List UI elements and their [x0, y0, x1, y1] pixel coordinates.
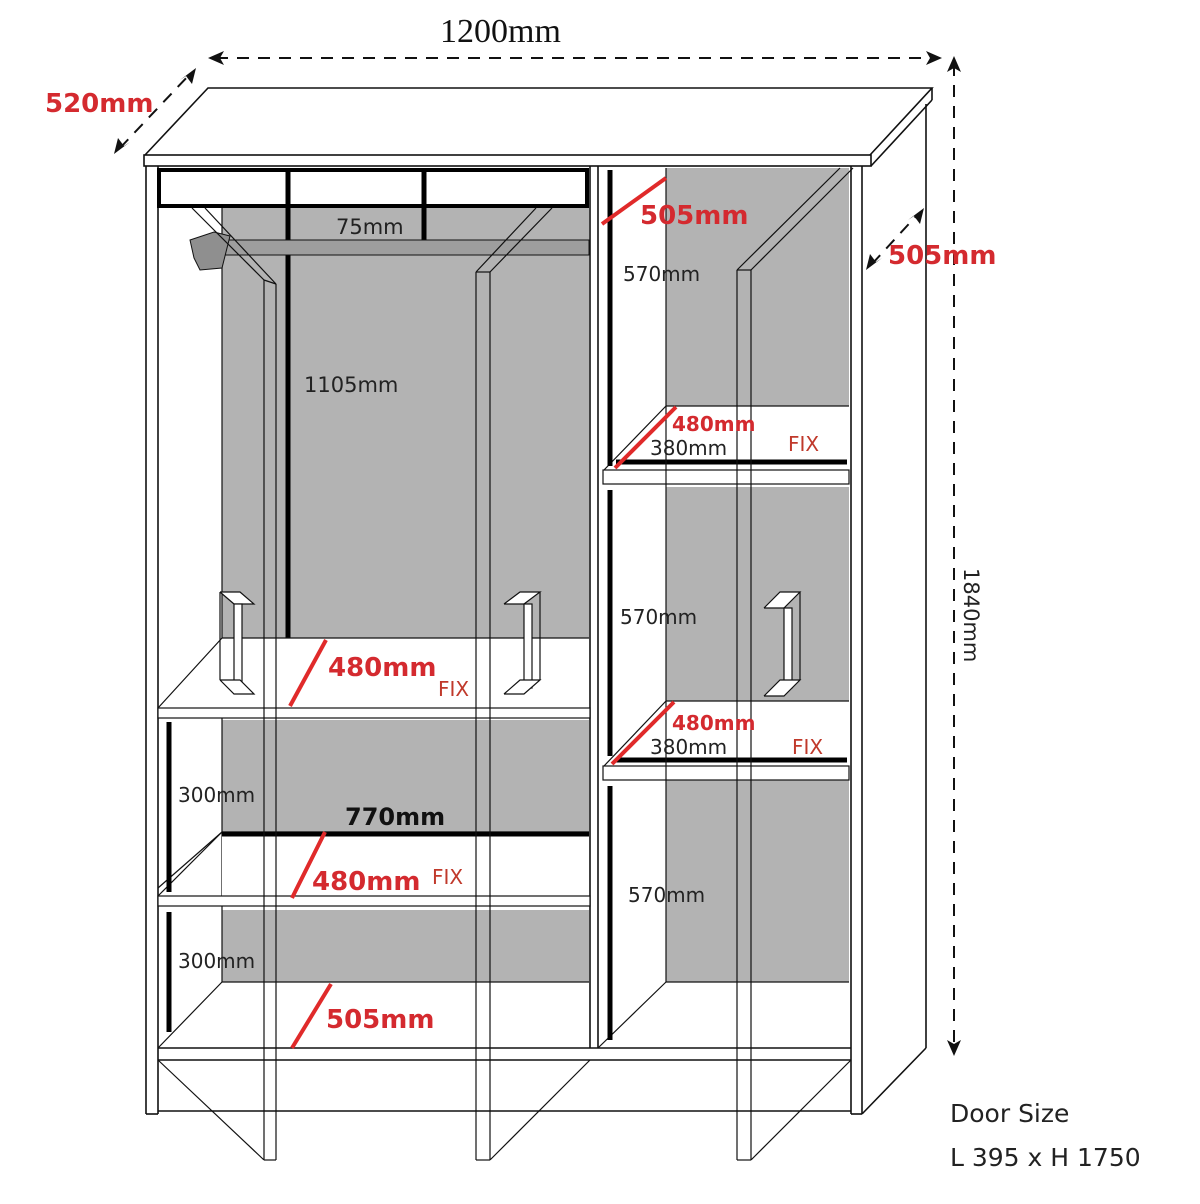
door-middle [475, 207, 591, 1161]
overall-width-arrow [208, 51, 942, 65]
doors [157, 167, 854, 1161]
left-shelf-1-tag: FIX [438, 677, 469, 701]
red-dimension-lines [288, 176, 678, 1050]
door-right [736, 167, 854, 1161]
right-shelf-1-width-label: 380mm [650, 436, 727, 460]
overall-depth-arrow [114, 68, 196, 154]
left-bottom-depth-label: 505mm [326, 1005, 434, 1035]
hanging-rail [189, 231, 590, 271]
door-size-value: L 395 x H 1750 [950, 1143, 1141, 1172]
right-shelf-2-width-label: 380mm [650, 735, 727, 759]
door-left [157, 207, 277, 1161]
left-top-gap-label: 75mm [336, 215, 404, 239]
overall-depth-label: 520mm [45, 89, 153, 119]
side-depth-arrow [866, 208, 924, 270]
handle-left [219, 591, 256, 695]
door-size-title: Door Size [950, 1099, 1069, 1128]
right-shelves [602, 168, 850, 1040]
right-shelf-1-tag: FIX [788, 432, 819, 456]
left-compartment-2-height-label: 300mm [178, 949, 255, 973]
right-compartment-3-height-label: 570mm [628, 883, 705, 907]
top-shelf-frame [157, 168, 589, 700]
right-compartment-2-height-label: 570mm [620, 605, 697, 629]
left-section-backs [222, 208, 589, 982]
left-shelf-1-depth-label: 480mm [328, 653, 436, 683]
side-depth-label: 505mm [888, 241, 996, 271]
top-panel [143, 87, 934, 167]
overall-height-label: 1840mm [959, 568, 983, 662]
overall-height-arrow [947, 56, 961, 1056]
handle-right [763, 591, 802, 697]
right-shelf-1-depth-label: 480mm [672, 412, 755, 436]
left-hanging-height-label: 1105mm [304, 373, 398, 397]
right-top-depth-label: 505mm [640, 201, 748, 231]
left-inner-width-label: 770mm [345, 803, 445, 831]
left-compartment-1-height-label: 300mm [178, 783, 255, 807]
right-shelf-2-depth-label: 480mm [672, 711, 755, 735]
left-shelf-2-depth-label: 480mm [312, 867, 420, 897]
left-shelf-2-tag: FIX [432, 865, 463, 889]
overall-width-label: 1200mm [440, 13, 561, 50]
carcass [145, 166, 863, 1115]
right-shelf-2-tag: FIX [792, 735, 823, 759]
handle-middle [503, 591, 542, 695]
right-side-panel [861, 104, 927, 1115]
right-section-backs [666, 168, 849, 982]
right-compartment-1-height-label: 570mm [623, 262, 700, 286]
